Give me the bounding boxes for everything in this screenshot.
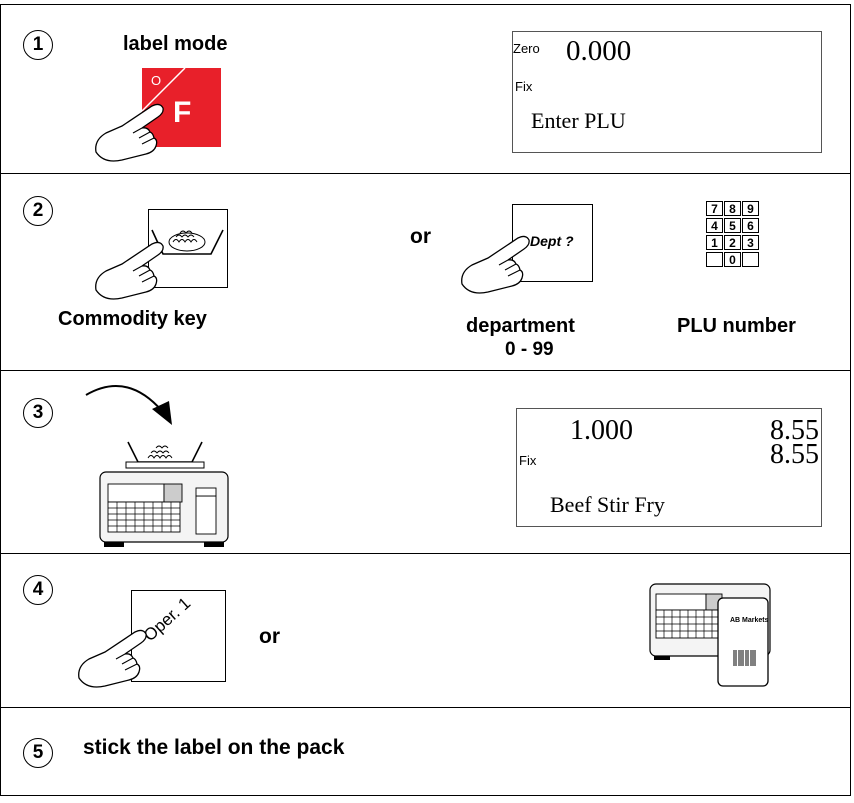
- step-1-number: 1: [23, 30, 53, 60]
- key-diagonal: [142, 68, 186, 112]
- fix-indicator: Fix: [519, 453, 537, 468]
- hand-pointer-icon: [95, 241, 164, 300]
- keypad-key-9[interactable]: 9: [742, 201, 759, 216]
- keypad-key-1[interactable]: 1: [706, 235, 723, 250]
- commodity-key[interactable]: [148, 209, 228, 288]
- curved-arrow-icon: [85, 385, 172, 425]
- label-store-name: AB Markets: [730, 617, 769, 624]
- row-separator: [0, 553, 851, 554]
- total-price-readout: 8.55: [770, 439, 819, 470]
- keypad-key-5[interactable]: 5: [724, 218, 741, 233]
- keypad-key-blank[interactable]: [706, 252, 723, 267]
- department-label: department: [466, 315, 575, 337]
- weight-readout: 0.000: [566, 35, 632, 67]
- f-key-letter: F: [173, 96, 192, 129]
- keypad-key-3[interactable]: 3: [742, 235, 759, 250]
- instruction-frame: [0, 4, 851, 796]
- keypad-key-7[interactable]: 7: [706, 201, 723, 216]
- or-text: or: [259, 625, 280, 648]
- hand-pointer-icon: [95, 103, 164, 162]
- step-3-number: 3: [23, 398, 53, 428]
- zero-indicator: Zero: [513, 41, 540, 56]
- unit-price-readout: 8.55: [770, 415, 819, 446]
- scale-printing-label-icon: [649, 583, 771, 687]
- row-separator: [0, 707, 851, 708]
- row-separator: [0, 370, 851, 371]
- keypad-key-4[interactable]: 4: [706, 218, 723, 233]
- dept-key-label: Dept ?: [530, 233, 574, 249]
- step-5-number: 5: [23, 738, 53, 768]
- step-4-number: 4: [23, 575, 53, 605]
- weighing-scale-icon: [99, 441, 229, 547]
- keypad-key-blank[interactable]: [742, 252, 759, 267]
- step-5-instruction: stick the label on the pack: [83, 736, 345, 759]
- step-1-title: label mode: [123, 33, 228, 55]
- department-range: 0 - 99: [505, 339, 554, 360]
- row-separator: [0, 173, 851, 174]
- lcd-display-weighing: 1.000 8.55 Fix 8.55 Beef Stir Fry: [516, 408, 822, 527]
- keypad-key-8[interactable]: 8: [724, 201, 741, 216]
- hand-pointer-icon: [78, 629, 147, 688]
- hand-pointer-icon: [461, 235, 530, 294]
- step-2-number: 2: [23, 196, 53, 226]
- lcd-display-label-mode: Zero 0.000 Fix Enter PLU: [512, 31, 822, 153]
- product-name: Beef Stir Fry: [550, 492, 665, 517]
- weight-readout: 1.000: [570, 415, 633, 446]
- plu-keypad[interactable]: 7 8 9 4 5 6 1 2 3 0: [706, 201, 774, 273]
- fix-indicator: Fix: [515, 79, 533, 94]
- or-text: or: [410, 225, 431, 248]
- commodity-key-label: Commodity key: [58, 308, 207, 330]
- display-message: Enter PLU: [531, 108, 626, 133]
- plu-number-label: PLU number: [677, 315, 796, 337]
- f-key-corner: O: [151, 73, 162, 88]
- keypad-key-6[interactable]: 6: [742, 218, 759, 233]
- keypad-key-0[interactable]: 0: [724, 252, 741, 267]
- keypad-key-2[interactable]: 2: [724, 235, 741, 250]
